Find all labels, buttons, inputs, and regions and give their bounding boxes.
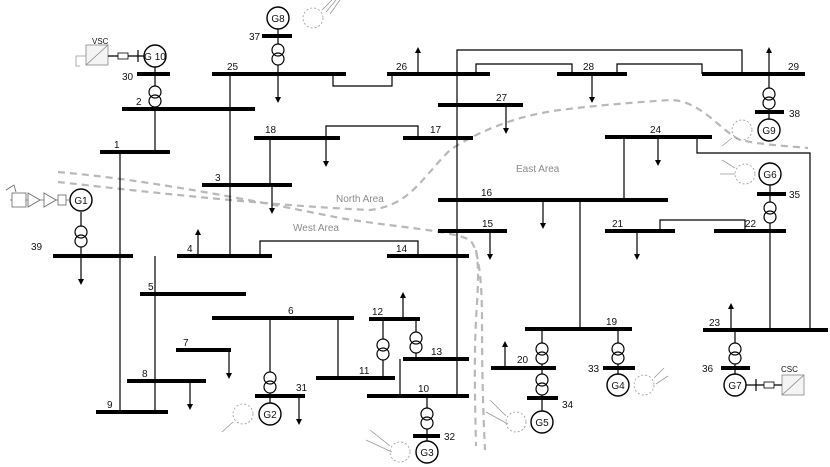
- bus-label-31: 31: [296, 383, 308, 394]
- transformer-icon: [728, 330, 742, 368]
- bus-label-13: 13: [431, 347, 443, 358]
- generator-label-g9: G9: [762, 126, 776, 137]
- transformer-icon: [420, 396, 434, 436]
- bus-label-30: 30: [122, 72, 134, 83]
- bus-label-36: 36: [702, 364, 714, 375]
- bus-label-16: 16: [481, 188, 493, 199]
- wind-turbine-icon: [485, 399, 527, 433]
- generator-g8: G8: [266, 6, 290, 36]
- bus-label-39: 39: [31, 242, 43, 253]
- area-boundary-east-west: [473, 249, 480, 447]
- area-label-east: East Area: [516, 164, 560, 175]
- vsc-converter: VSC: [75, 37, 144, 67]
- generator-label-g4: G4: [611, 381, 625, 392]
- transformer-icon: [74, 212, 88, 256]
- generator-g2: G2: [258, 396, 282, 426]
- transformer-icon: [271, 36, 285, 74]
- transformer-icon: [535, 368, 549, 398]
- area-boundary-north-west: [57, 170, 487, 451]
- generator-g3: G3: [415, 436, 439, 464]
- bus-label-21: 21: [612, 219, 624, 230]
- bus-label-14: 14: [396, 244, 408, 255]
- generator-label-g5: G5: [535, 418, 549, 429]
- bus-label-6: 6: [288, 306, 294, 317]
- bus-label-3: 3: [215, 173, 221, 184]
- generator-label-g2: G2: [263, 410, 277, 421]
- generator-g5: G5: [530, 398, 554, 434]
- bus-label-27: 27: [496, 93, 508, 104]
- bus-label-37: 37: [249, 32, 261, 43]
- wind-turbine-icon: [721, 119, 753, 147]
- transformer-icon: [763, 194, 777, 231]
- bus-label-9: 9: [107, 400, 113, 411]
- generator-label-g7: G7: [728, 381, 742, 392]
- transformer-icon: [535, 329, 549, 368]
- bus-label-4: 4: [187, 244, 193, 255]
- transformer-icon: [376, 319, 390, 378]
- loads: [78, 47, 772, 425]
- generator-label-g3: G3: [420, 448, 434, 459]
- generator-g1: G1: [69, 188, 93, 212]
- transformer-icon: [263, 318, 277, 396]
- transformer-icon: [762, 74, 776, 112]
- bus-label-20: 20: [517, 355, 529, 366]
- wind-turbine-icon: [365, 429, 411, 463]
- transformer-icon: [611, 329, 625, 368]
- bus-label-10: 10: [418, 384, 430, 395]
- generator-label-g8: G8: [271, 14, 285, 25]
- bus-label-1: 1: [114, 140, 120, 151]
- bus-label-32: 32: [444, 432, 456, 443]
- area-boundary-north-east: [57, 98, 809, 212]
- generator-g10: G 10: [143, 44, 167, 74]
- csc-label: CSC: [781, 365, 798, 374]
- bus-label-8: 8: [142, 369, 148, 380]
- bus-label-28: 28: [583, 62, 595, 73]
- area-label-west: West Area: [293, 223, 339, 234]
- bus-label-35: 35: [789, 190, 801, 201]
- bus-label-34: 34: [562, 400, 574, 411]
- vsc-label: VSC: [92, 37, 109, 46]
- bus-label-22: 22: [745, 219, 757, 230]
- bus-label-23: 23: [709, 318, 721, 329]
- bus-label-19: 19: [606, 317, 618, 328]
- bus-label-17: 17: [430, 125, 442, 136]
- bus-label-11: 11: [359, 366, 370, 377]
- bus-labels: 1 2 3 4 5 6 7 8 9 10 11 12 13 14 15 16 1…: [31, 32, 801, 443]
- bus-label-24: 24: [650, 125, 662, 136]
- bus-label-38: 38: [789, 109, 801, 120]
- wind-farm-icons: [221, 0, 756, 463]
- bus-label-29: 29: [788, 62, 800, 73]
- wind-turbine-icon: [302, 0, 341, 29]
- bus-label-18: 18: [265, 125, 277, 136]
- transformer-icon: [148, 74, 162, 109]
- generator-g9: G9: [757, 112, 781, 142]
- bus-label-25: 25: [227, 62, 239, 73]
- g1-drive-train-icon: [5, 184, 70, 208]
- wind-turbine-icon: [633, 367, 669, 396]
- wind-turbine-icon: [720, 159, 756, 185]
- generator-g4: G4: [606, 368, 630, 397]
- bus-label-2: 2: [136, 97, 142, 108]
- generator-label-g10: G 10: [144, 52, 166, 63]
- bus-label-26: 26: [396, 62, 408, 73]
- generator-label-g1: G1: [74, 196, 88, 207]
- buses: [53, 34, 828, 438]
- bus-label-12: 12: [372, 307, 384, 318]
- wind-turbine-icon: [221, 403, 254, 433]
- area-label-north: North Area: [336, 194, 384, 205]
- transformers: [74, 36, 777, 436]
- bus-label-5: 5: [148, 282, 154, 293]
- generator-g6: G6: [758, 162, 782, 194]
- transformer-icon: [409, 319, 423, 359]
- generator-label-g6: G6: [763, 170, 777, 181]
- transmission-lines: [119, 49, 811, 412]
- bus-label-15: 15: [482, 219, 494, 230]
- bus-label-33: 33: [588, 364, 600, 375]
- bus-label-7: 7: [183, 338, 189, 349]
- csc-converter: CSC: [746, 365, 805, 396]
- generator-g7: G7: [723, 368, 747, 397]
